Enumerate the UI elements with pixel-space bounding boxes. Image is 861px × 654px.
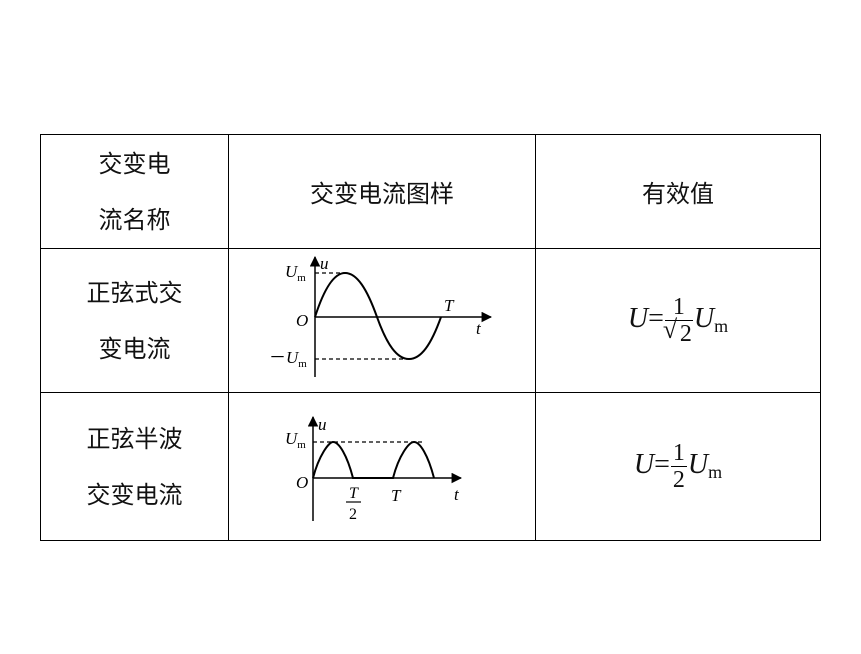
half-wave-curve xyxy=(312,440,435,479)
formula-lhs: U xyxy=(633,448,655,480)
formula-equals: = xyxy=(648,302,664,334)
header-name: 交变电 流名称 xyxy=(40,134,229,249)
row-1-name-line-2: 变电流 xyxy=(98,334,171,363)
table-row: 正弦式交 变电流 Um u O T t －Um xyxy=(40,248,821,393)
formula-variable: U xyxy=(687,448,709,480)
header-name-line-2: 流名称 xyxy=(98,205,171,234)
formula-lhs: U xyxy=(627,302,649,334)
formula-subscript: m xyxy=(708,461,723,482)
row-2-name: 正弦半波 交变电流 xyxy=(40,392,229,541)
um-label: Um xyxy=(285,429,306,451)
sine-wave-graph: Um u O T t －Um xyxy=(269,254,493,377)
half-wave-graph: Um u O T 2 T t xyxy=(285,415,463,523)
header-row: 交变电 流名称 交变电流图样 有效值 xyxy=(40,134,821,249)
half-period-numerator: T xyxy=(349,485,359,502)
neg-um-label: －Um xyxy=(269,348,307,370)
sqrt-radicand: 2 xyxy=(678,320,693,347)
fraction: 12 xyxy=(663,294,693,347)
t-label: t xyxy=(454,485,460,504)
row-2-graph-cell: Um u O T 2 T t xyxy=(228,392,536,541)
row-1-graph-cell: Um u O T t －Um xyxy=(228,248,536,393)
half-period-denominator: 2 xyxy=(349,506,357,523)
origin-label: O xyxy=(296,473,308,492)
u-label: u xyxy=(318,415,327,434)
header-name-line-1: 交变电 xyxy=(98,149,171,178)
fraction-denominator: 2 xyxy=(672,467,685,493)
period-label: T xyxy=(444,296,455,315)
origin-label: O xyxy=(296,311,308,330)
row-2-name-line-1: 正弦半波 xyxy=(86,424,183,453)
sqrt-symbol: 2 xyxy=(663,317,693,347)
um-label: Um xyxy=(285,262,306,284)
header-effective-value: 有效值 xyxy=(535,134,821,249)
period-label: T xyxy=(391,486,402,505)
t-label: t xyxy=(476,319,482,338)
sine-curve xyxy=(314,271,442,361)
fraction-numerator: 1 xyxy=(670,440,687,467)
header-graph: 交变电流图样 xyxy=(228,134,536,249)
formula-variable: U xyxy=(693,302,715,334)
u-label: u xyxy=(320,254,329,273)
table-row: 正弦半波 交变电流 Um u O T 2 T xyxy=(40,392,821,541)
row-1-name-line-1: 正弦式交 xyxy=(86,278,183,307)
row-2-name-line-2: 交变电流 xyxy=(86,480,183,509)
row-1-name: 正弦式交 变电流 xyxy=(40,248,229,393)
effective-value-table: 交变电 流名称 交变电流图样 有效值 正弦式交 变电流 Um xyxy=(40,134,821,541)
formula-equals: = xyxy=(654,448,670,480)
fraction-denominator: 2 xyxy=(663,317,693,347)
formula-subscript: m xyxy=(714,315,729,336)
